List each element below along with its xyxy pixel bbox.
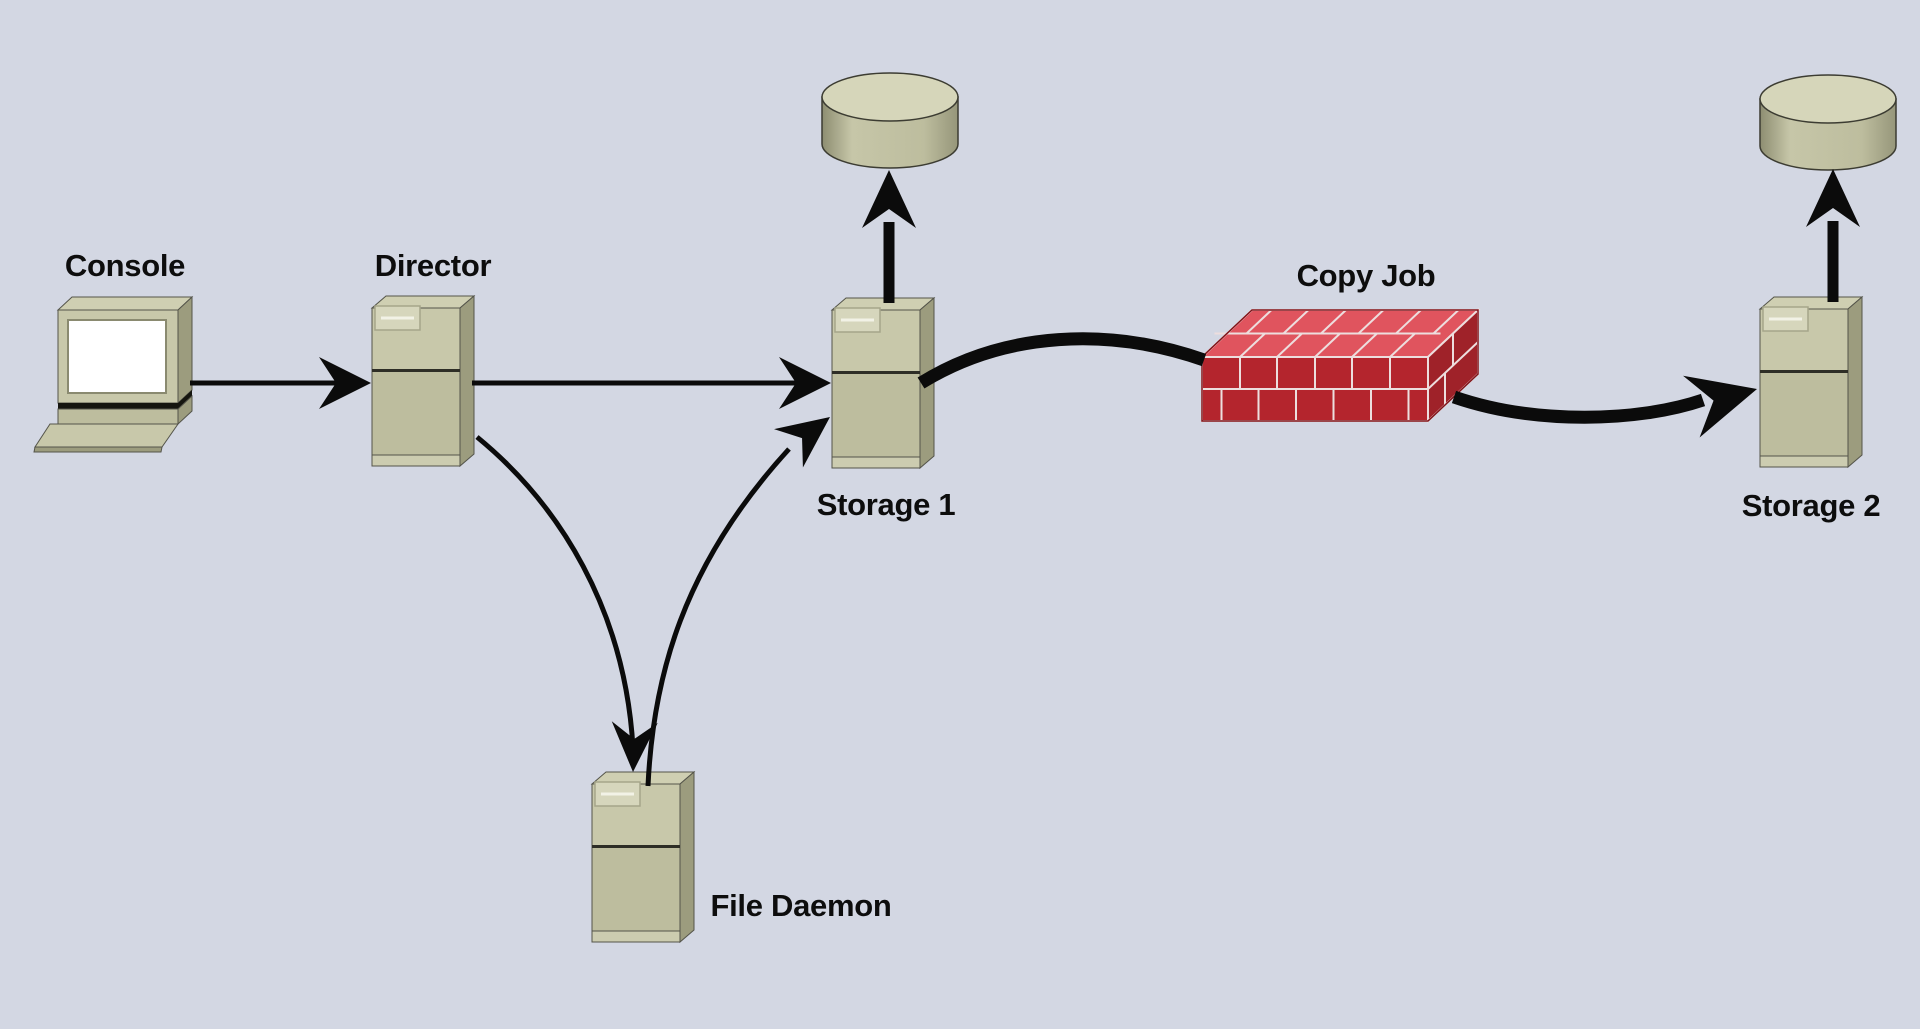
arrowhead-into-filedaemon bbox=[611, 721, 658, 772]
console-label: Console bbox=[64, 248, 186, 283]
edge-storage1-volume bbox=[862, 170, 916, 303]
storage2-label: Storage 2 bbox=[1741, 488, 1881, 523]
arrowhead-into-volume1 bbox=[862, 170, 916, 228]
arrowhead-into-volume2 bbox=[1806, 169, 1860, 227]
director-label: Director bbox=[374, 248, 492, 283]
edge-storage2-volume bbox=[1806, 169, 1860, 302]
console-icon bbox=[33, 295, 194, 453]
edge-director-filedaemon bbox=[475, 435, 658, 772]
file-daemon-server-icon bbox=[591, 771, 695, 943]
storage1-server-icon bbox=[831, 297, 935, 469]
arrowhead-into-storage1-lower bbox=[774, 417, 830, 468]
storage2-volume-icon bbox=[1759, 74, 1897, 171]
edge-copyjob-storage2 bbox=[1451, 375, 1757, 438]
storage1-volume-icon bbox=[821, 72, 959, 169]
edge-director-storage1 bbox=[472, 357, 831, 409]
arrowhead-into-storage1 bbox=[779, 357, 831, 409]
copy-job-brick-icon bbox=[1199, 307, 1481, 424]
copy-job-label: Copy Job bbox=[1296, 258, 1436, 293]
storage2-server-icon bbox=[1759, 296, 1863, 468]
director-server-icon bbox=[371, 295, 475, 467]
arrowhead-into-director bbox=[319, 357, 371, 409]
edge-storage1-copyjob bbox=[917, 332, 1207, 389]
file-daemon-label: File Daemon bbox=[710, 888, 892, 923]
arrowhead-into-storage2 bbox=[1683, 375, 1757, 438]
console-screen bbox=[67, 319, 167, 394]
edge-filedaemon-storage1 bbox=[645, 417, 830, 787]
storage1-label: Storage 1 bbox=[816, 487, 956, 522]
edge-console-director bbox=[190, 357, 371, 409]
